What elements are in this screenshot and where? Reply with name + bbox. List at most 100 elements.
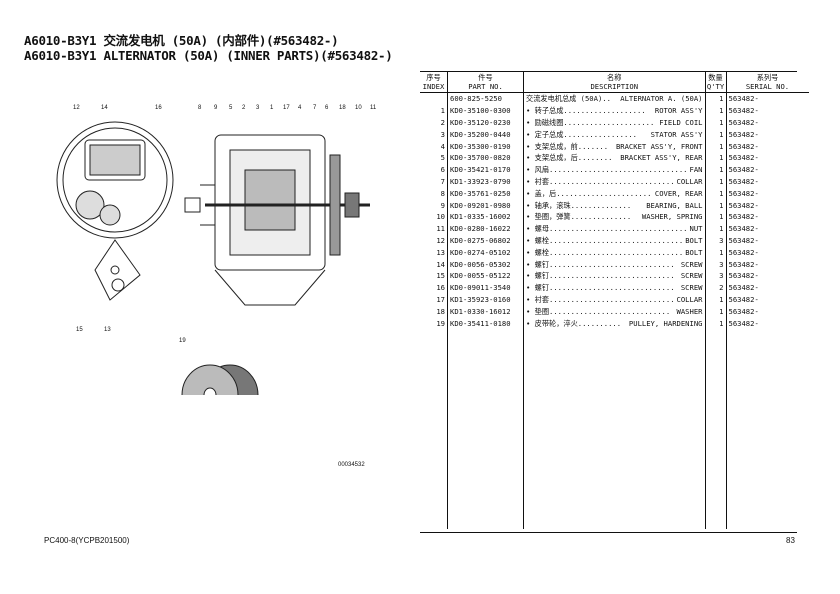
row-index: 13 [420, 246, 448, 259]
illustration-id: 00034532 [338, 462, 365, 468]
row-part-number: KD1-0335-16002 [447, 210, 524, 223]
row-part-number: KD0-0274-05102 [447, 246, 524, 259]
row-description: • 风扇................................FAN [523, 163, 706, 176]
table-bottom-rule [420, 532, 797, 533]
description-en: ALTERNATOR A. (50A) [620, 94, 703, 104]
row-quantity: 1 [705, 116, 727, 129]
row-quantity: 1 [705, 222, 727, 235]
callout-number: 16 [155, 105, 162, 111]
description-en: BRACKET ASS'Y, FRONT [615, 141, 703, 151]
row-index: 16 [420, 281, 448, 294]
alternator-exploded-diagram [56, 121, 370, 395]
header-desc-en: DESCRIPTION [590, 82, 639, 91]
description-en: SCREW [680, 259, 703, 269]
row-index: 1 [420, 104, 448, 117]
row-part-number: KD0-35761-0250 [447, 187, 524, 200]
table-row: 14 KD0-0056-05302 • 螺钉..................… [420, 258, 809, 270]
description-cn: • 螺钉............................. [526, 271, 675, 281]
description-cn: • 螺栓............................... [526, 247, 684, 257]
description-en: NUT [689, 224, 703, 234]
row-description: • 螺母................................NUT [523, 222, 706, 235]
rear-view-drawing [56, 121, 174, 301]
row-quantity: 1 [705, 175, 727, 188]
table-row: 2 KD0-35120-0230 • 励磁线圈.................… [420, 116, 809, 129]
row-serial: 563482- [728, 283, 759, 293]
row-serial: 563482- [728, 129, 759, 139]
row-index [420, 92, 448, 105]
table-row: 16 KD0-09011-3540 • 螺钉..................… [420, 281, 809, 294]
row-description: • 螺钉.............................SCREW [523, 269, 706, 282]
row-serial: 563482- [728, 235, 759, 245]
header-desc-cn: 名称 [607, 73, 622, 82]
description-en: STATOR ASS'Y [650, 129, 703, 139]
row-part-number: KD0-0056-05302 [447, 258, 524, 270]
description-cn: • 定子总成................. [526, 129, 637, 139]
description-cn: • 盖，后...................... [526, 188, 652, 198]
row-serial: 563482- [728, 165, 759, 175]
row-part-number: KD1-0330-16012 [447, 305, 524, 318]
row-description: 交流发电机总成 (50A).. ALTERNATOR A. (50A) [523, 92, 706, 105]
description-cn: • 螺栓............................... [526, 235, 684, 245]
callout-number: 8 [198, 105, 202, 111]
description-en: WASHER, SPRING [641, 212, 703, 222]
table-row: 9 KD0-09201-0980 • 轴承，滚珠..............BE… [420, 199, 809, 211]
row-serial: 563482- [728, 318, 759, 328]
row-quantity: 1 [705, 163, 727, 176]
row-description: • 支架总成，前.......BRACKET ASS'Y, FRONT [523, 140, 706, 152]
row-description: • 衬套.............................COLLAR [523, 175, 706, 188]
row-serial: 563482- [728, 200, 759, 210]
row-description: • 螺钉............................. SCREW [523, 258, 706, 270]
row-index: 5 [420, 151, 448, 164]
description-en: FAN [689, 165, 703, 175]
callout-number: 5 [229, 105, 233, 111]
table-row: 11 KD0-0280-16022 • 螺母..................… [420, 222, 809, 235]
callout-number: 7 [313, 105, 317, 111]
row-index: 19 [420, 317, 448, 329]
row-serial: 563482- [728, 188, 759, 198]
header-serial-en: SERIAL NO. [745, 82, 790, 91]
description-cn: • 螺母................................ [526, 224, 688, 234]
row-description: • 皮带轮，淬火..........PULLEY, HARDENING [523, 317, 706, 329]
row-quantity: 1 [705, 151, 727, 164]
header-qty-en: Q'TY [706, 82, 725, 91]
description-en: BEARING, BALL [646, 200, 703, 210]
page-number: 83 [786, 536, 795, 545]
row-part-number: KD0-09201-0980 [447, 199, 524, 211]
row-quantity: 1 [705, 246, 727, 259]
row-serial: 563482- [728, 259, 759, 269]
row-quantity: 1 [705, 104, 727, 117]
row-part-number: KD1-33923-0790 [447, 175, 524, 188]
table-row: 7 KD1-33923-0790 • 衬套...................… [420, 175, 809, 188]
row-index: 10 [420, 210, 448, 223]
row-quantity: 3 [705, 269, 727, 282]
row-serial: 563482- [728, 271, 759, 281]
table-row: 1 KD0-35100-0300 • 转子总成.................… [420, 104, 809, 117]
row-description: • 轴承，滚珠..............BEARING, BALL [523, 199, 706, 211]
row-quantity: 1 [705, 92, 727, 105]
row-quantity: 2 [705, 281, 727, 294]
row-quantity: 1 [705, 199, 727, 211]
header-part-cn: 件号 [478, 73, 493, 82]
header-index-cn: 序号 [426, 73, 441, 82]
table-row: 17 KD1-35923-0160 • 衬套..................… [420, 293, 809, 306]
row-part-number: KD0-0280-16022 [447, 222, 524, 235]
header-part-en: PART NO. [468, 82, 503, 91]
row-serial: 563482- [728, 106, 759, 116]
description-cn: 交流发电机总成 (50A).. [526, 94, 611, 104]
row-index: 11 [420, 222, 448, 235]
description-en: COVER, REAR [654, 188, 703, 198]
row-serial: 563482- [728, 141, 759, 151]
row-quantity: 3 [705, 234, 727, 247]
callout-number: 9 [214, 105, 218, 111]
row-part-number: KD0-35100-0300 [447, 104, 524, 117]
description-cn: • 螺钉............................. [526, 259, 675, 269]
callout-number: 18 [339, 105, 346, 111]
description-en: SCREW [680, 283, 703, 293]
row-serial: 563482- [728, 224, 759, 234]
row-part-number: KD0-35700-0820 [447, 151, 524, 164]
table-row: 10 KD1-0335-16002 • 垫圈，弹簧..............W… [420, 210, 809, 223]
table-row: 600-825-5250 交流发电机总成 (50A)..ALTERNATOR A… [420, 92, 809, 105]
callout-number: 4 [298, 105, 302, 111]
row-description: • 衬套.............................COLLAR [523, 293, 706, 306]
callout-number: 19 [179, 338, 186, 344]
